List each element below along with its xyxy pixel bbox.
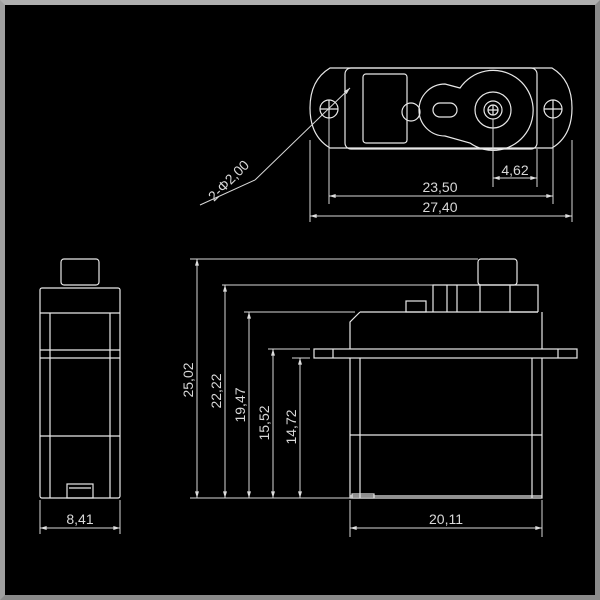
dim-20-11: 20,11 [429,511,463,527]
end-view: 8,41 [39,258,121,534]
side-view: 25,02 22,22 19,47 15,52 14,72 20,11 [180,258,578,537]
top-view: 4,62 23,50 27,40 2-Φ2,00 [199,67,573,222]
dim-8-41: 8,41 [66,511,93,527]
dim-22-22: 22,22 [208,373,224,408]
dim-15-52: 15,52 [256,405,272,440]
dim-14-72: 14,72 [283,409,299,444]
hole-spec-label: 2-Φ2,00 [205,157,252,204]
dim-27-40: 27,40 [422,199,457,215]
dim-19-47: 19,47 [232,387,248,422]
dim-23-50: 23,50 [422,179,457,195]
dim-25-02: 25,02 [180,362,196,397]
dim-4-62: 4,62 [501,162,528,178]
